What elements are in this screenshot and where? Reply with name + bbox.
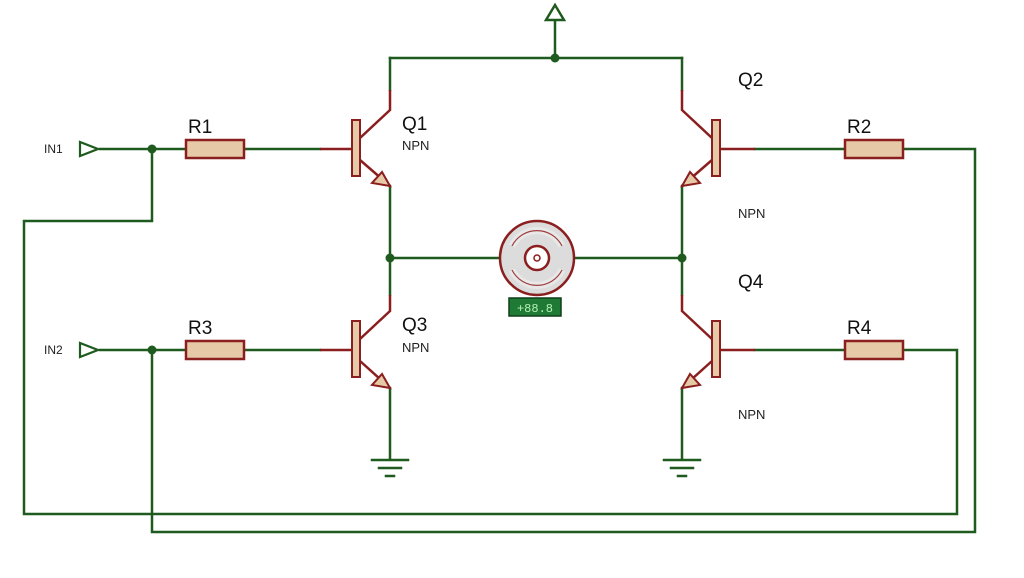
in2-label: IN2: [44, 343, 63, 357]
junction-in2: [147, 345, 157, 355]
junction-vcc: [550, 53, 560, 63]
in1-label: IN1: [44, 142, 63, 156]
resistor-r1[interactable]: R1: [184, 117, 246, 160]
input-port-in1[interactable]: IN1: [44, 140, 102, 158]
ground-symbol-right: [662, 458, 702, 478]
wire-in1-cross: [22, 147, 959, 516]
q4-type: NPN: [738, 407, 765, 422]
input-port-in2[interactable]: IN2: [44, 341, 102, 359]
r4-label: R4: [847, 318, 872, 339]
resistor-r2[interactable]: R2: [843, 117, 905, 160]
power-terminal: [543, 2, 567, 22]
r3-label: R3: [188, 318, 212, 339]
resistor-r4[interactable]: R4: [843, 318, 905, 361]
q1-label: Q1: [402, 114, 427, 135]
motor-readout-value: +88.8: [517, 302, 553, 316]
q2-label: Q2: [738, 70, 763, 91]
r2-label: R2: [847, 117, 871, 138]
junctions: [147, 53, 687, 355]
wires: [22, 20, 977, 534]
transistor-q4[interactable]: Q4 NPN: [680, 272, 765, 422]
dc-motor[interactable]: [498, 219, 576, 297]
q3-type: NPN: [402, 340, 429, 355]
resistor-r3[interactable]: R3: [184, 318, 246, 361]
motor-readout: +88.8: [508, 297, 562, 317]
transistor-q2[interactable]: Q2 NPN: [680, 70, 765, 221]
q1-type: NPN: [402, 138, 429, 153]
junction-in1: [147, 144, 157, 154]
wire-in2-cross: [150, 147, 977, 534]
r1-label: R1: [188, 117, 212, 138]
q4-label: Q4: [738, 272, 764, 293]
q2-type: NPN: [738, 206, 765, 221]
transistor-q3[interactable]: Q3 NPN: [320, 295, 429, 390]
junction-left-mid: [385, 253, 395, 263]
q3-label: Q3: [402, 315, 427, 336]
junction-right-mid: [677, 253, 687, 263]
ground-symbol-left: [370, 458, 410, 478]
transistor-q1[interactable]: Q1 NPN: [320, 90, 429, 188]
